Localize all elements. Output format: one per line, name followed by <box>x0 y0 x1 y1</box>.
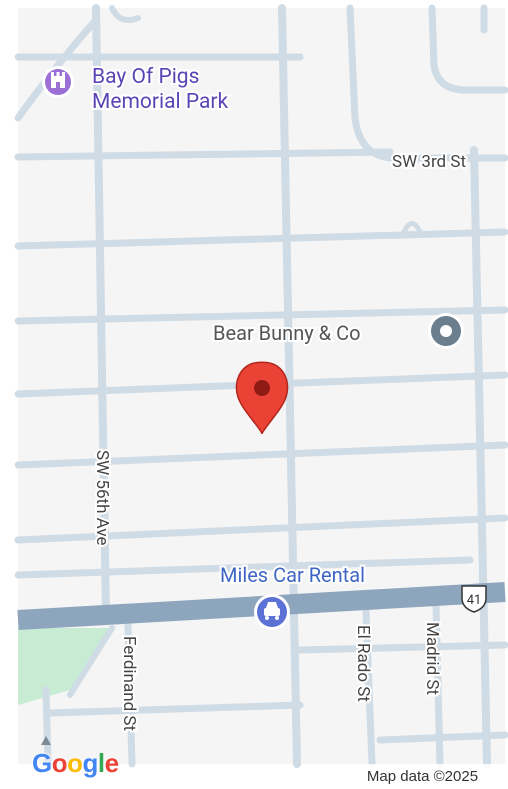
poi-bay-of-pigs[interactable]: Bay Of Pigs Memorial Park <box>42 63 230 116</box>
poi-label-memorial-park: Memorial Park <box>92 90 228 114</box>
poi-miles-car-rental[interactable]: Miles Car Rental <box>218 561 367 630</box>
road-network <box>14 4 508 768</box>
street-label-el-rado-st: El Rado St <box>353 625 373 702</box>
street-label-sw-56th-ave: SW 56th Ave <box>92 450 112 545</box>
park-area <box>18 628 112 705</box>
google-logo: Google <box>32 748 119 778</box>
car-rental-icon <box>254 594 290 630</box>
street-label-ferdinand-st: Ferdinand St <box>119 636 139 731</box>
street-label-sw-3rd-st: SW 3rd St <box>392 152 466 172</box>
place-icon <box>428 313 464 349</box>
poi-label-miles-car-rental: Miles Car Rental <box>220 563 365 587</box>
monument-icon <box>42 66 74 98</box>
poi-label-bear-bunny: Bear Bunny & Co <box>213 321 361 345</box>
route-shield-number: 41 <box>467 593 482 608</box>
poi-bear-bunny[interactable]: Bear Bunny & Co <box>211 313 464 349</box>
street-label-madrid-st: Madrid St <box>422 622 442 695</box>
attribution-text: Map data ©2025 <box>366 768 479 785</box>
map-attribution: Map data ©2025 <box>340 764 505 789</box>
direction-arrow-icon <box>41 736 51 745</box>
location-pin-icon[interactable] <box>235 361 289 435</box>
route-shield-icon: 41 <box>461 585 487 613</box>
poi-label-bay-of-pigs: Bay Of Pigs <box>92 65 199 89</box>
